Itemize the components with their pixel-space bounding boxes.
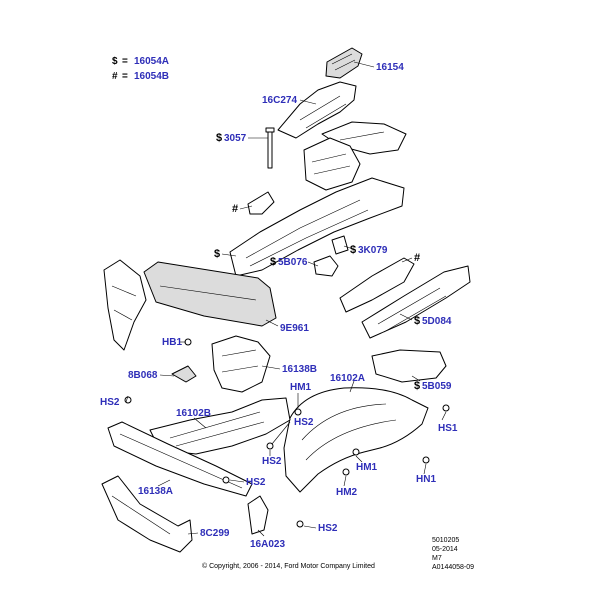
callout-hash-2: # [414, 252, 420, 264]
callout-HM1-a: HM1 [290, 382, 312, 393]
fastener-HS1 [442, 404, 450, 412]
callout-16A023: 16A023 [250, 539, 285, 550]
part-16A023 [247, 495, 269, 535]
drawing-code-2: 05-2014 [432, 546, 458, 553]
callout-5B076-symbol: $ [270, 256, 276, 268]
part-9E961 [143, 261, 277, 327]
fasteners [124, 396, 450, 528]
copyright-text: © Copyright, 2006 - 2014, Ford Motor Com… [202, 562, 375, 570]
callout-5D084: 5D084 [422, 316, 452, 327]
legend-part-hash: 16054B [134, 71, 169, 82]
part-16138A [107, 421, 253, 497]
callout-HS2-d: HS2 [246, 477, 266, 488]
callout-dollar-1: $ [214, 248, 220, 260]
part-gusset-left [247, 191, 275, 215]
legend-part-dollar: 16054A [134, 56, 169, 67]
callout-16102B: 16102B [176, 408, 211, 419]
fastener-HN1 [422, 456, 430, 464]
callout-HS2-e: HS2 [318, 523, 338, 534]
callout-5B076: 5B076 [278, 257, 308, 268]
callout-HS2-c: HS2 [262, 456, 282, 467]
part-16154 [325, 47, 363, 79]
callout-16138B: 16138B [282, 364, 317, 375]
part-16102A [283, 387, 429, 493]
footer: © Copyright, 2006 - 2014, Ford Motor Com… [202, 537, 474, 571]
callout-labels: 16154 16C274 $ 3057 # $ $ 3K079 # $ 5B07… [100, 62, 458, 550]
part-8B068 [171, 365, 197, 383]
callout-3K079: 3K079 [358, 245, 388, 256]
fastener-HS2a [124, 396, 132, 404]
part-apron-rail [229, 177, 405, 277]
callout-HB1: HB1 [162, 337, 182, 348]
callout-HS1: HS1 [438, 423, 458, 434]
callout-5B059: 5B059 [422, 381, 452, 392]
callout-16138A: 16138A [138, 486, 173, 497]
callout-5D084-symbol: $ [414, 315, 420, 327]
part-3057-stud [265, 127, 275, 169]
callout-HM1-b: HM1 [356, 462, 378, 473]
legend-symbol-hash: # [112, 71, 118, 82]
callout-8B068: 8B068 [128, 370, 158, 381]
callout-5B059-symbol: $ [414, 380, 420, 392]
fastener-HM1b [352, 448, 360, 456]
legend: $ = 16054A # = 16054B [112, 56, 169, 82]
legend-symbol-dollar: $ [112, 56, 118, 67]
fastener-HM1a [294, 408, 302, 416]
callout-HM2: HM2 [336, 487, 358, 498]
drawing-code-1: 5010205 [432, 537, 459, 544]
fastener-HS2e [296, 520, 304, 528]
part-16138B [211, 335, 271, 393]
callout-9E961: 9E961 [280, 323, 309, 334]
legend-equals-dollar: = [122, 56, 128, 67]
drawing-code-4: A0144058-09 [432, 564, 474, 571]
part-16C274 [277, 81, 357, 139]
callout-3057: 3057 [224, 133, 247, 144]
part-front-structure [103, 259, 147, 351]
part-rail-rear-segment [339, 257, 415, 313]
part-shock-tower [303, 137, 361, 191]
callout-3057-symbol: $ [216, 132, 222, 144]
drawing-code-3: M7 [432, 555, 442, 562]
callout-HN1: HN1 [416, 474, 436, 485]
legend-equals-hash: = [122, 71, 128, 82]
callout-HS2-b: HS2 [294, 417, 314, 428]
callout-8C299: 8C299 [200, 528, 230, 539]
callout-16154: 16154 [376, 62, 404, 73]
callout-hash-1: # [232, 203, 238, 215]
part-5D084 [361, 265, 471, 339]
part-8C299 [101, 475, 193, 553]
callout-16102A: 16102A [330, 373, 365, 384]
callout-3K079-symbol: $ [350, 244, 356, 256]
part-3K079 [331, 235, 349, 255]
callout-HS2-a: HS2 [100, 397, 120, 408]
fastener-HS2d [222, 476, 230, 484]
fastener-HS2b [266, 442, 274, 450]
fastener-HM2 [342, 468, 350, 476]
part-5B059 [371, 349, 447, 383]
leader-lines [125, 61, 447, 537]
part-5B076 [313, 255, 339, 277]
callout-16C274: 16C274 [262, 95, 297, 106]
